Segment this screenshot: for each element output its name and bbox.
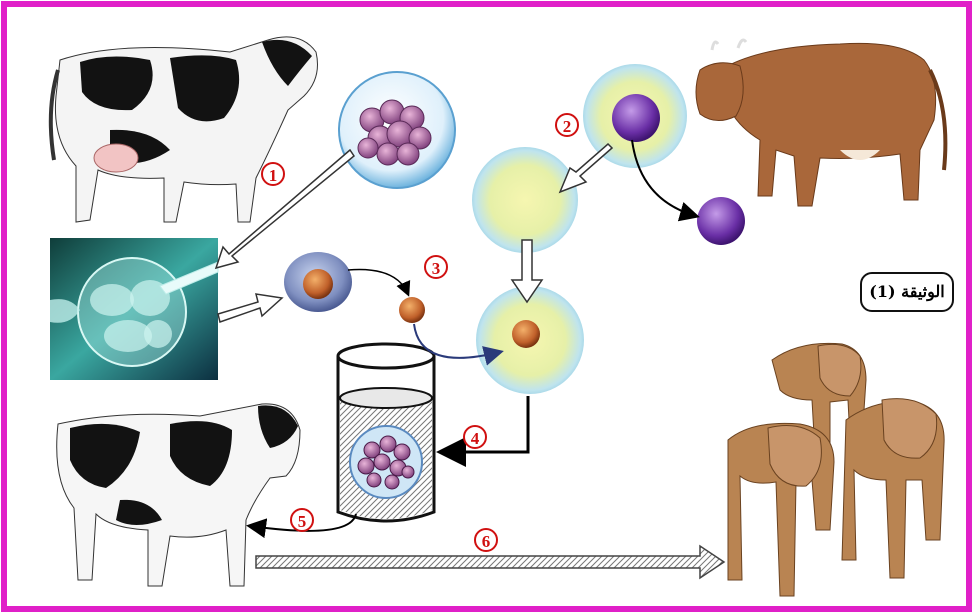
arrow-enucleation bbox=[560, 144, 612, 192]
arrow-to-somatic-cell bbox=[218, 294, 282, 322]
step-5-label: 5 bbox=[290, 508, 314, 532]
reconstructed-egg-cell bbox=[476, 286, 584, 394]
removed-nucleus bbox=[697, 197, 745, 245]
clone-cow-left bbox=[728, 423, 834, 596]
step-6-label: 6 bbox=[474, 528, 498, 552]
step-4-label: 4 bbox=[463, 425, 487, 449]
step-1-label: 1 bbox=[261, 162, 285, 186]
embryo-bubble bbox=[339, 72, 455, 188]
isolated-nucleus bbox=[399, 297, 425, 323]
enucleated-egg-cell bbox=[472, 147, 578, 253]
document-title: الوثيقة (1) bbox=[860, 272, 954, 312]
cloned-cattle bbox=[728, 343, 944, 596]
somatic-cell bbox=[284, 252, 352, 312]
micromanipulation-image bbox=[50, 238, 218, 380]
culture-beaker bbox=[338, 344, 434, 521]
egg-donor-cow bbox=[696, 40, 945, 206]
step-3-label: 3 bbox=[424, 255, 448, 279]
donor-cow bbox=[51, 37, 318, 222]
clone-cow-right bbox=[842, 399, 944, 578]
arrow-nucleus-extraction bbox=[348, 270, 408, 295]
step-2-label: 2 bbox=[555, 113, 579, 137]
